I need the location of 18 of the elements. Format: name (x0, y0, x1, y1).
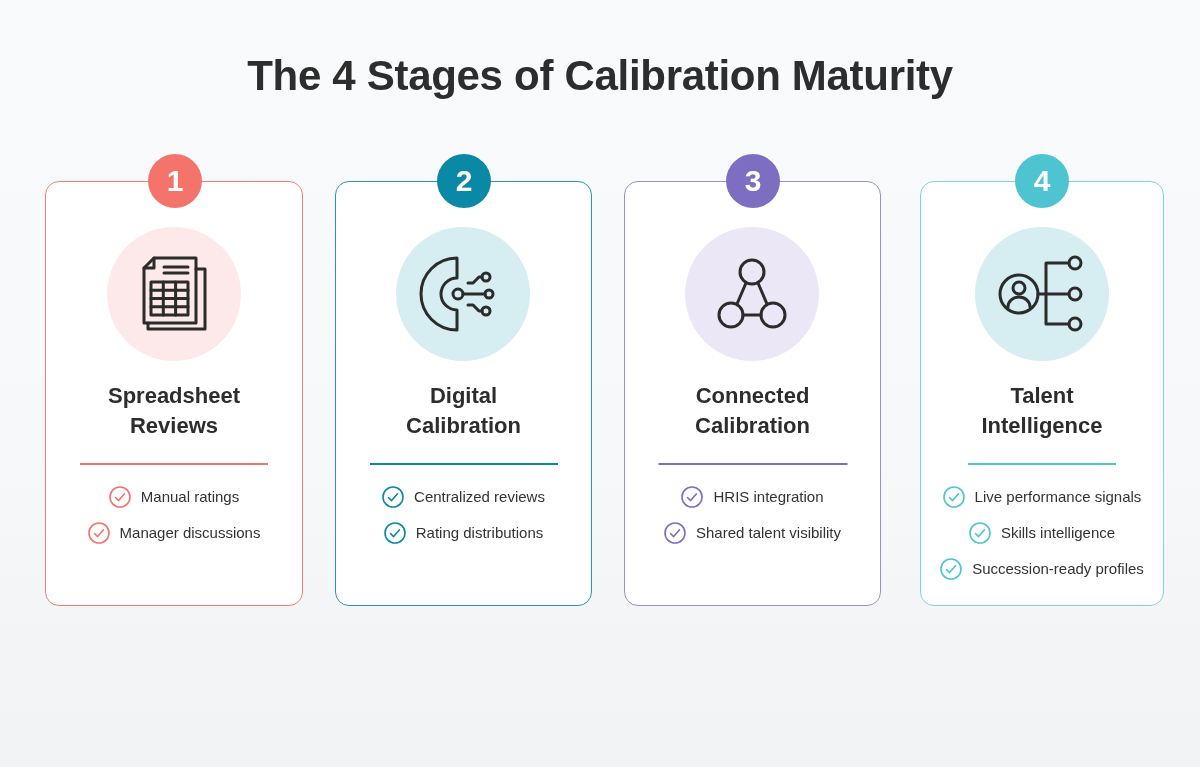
step-number-badge: 2 (437, 154, 491, 208)
stage-title: Digital Calibration (405, 382, 522, 440)
stage-title: Talent Intelligence (981, 382, 1103, 440)
checklist-item: Shared talent visibility (695, 523, 842, 543)
checklist-item: Manager discussions (119, 523, 261, 543)
title: The 4 Stages of Calibration Maturity (247, 51, 953, 101)
checklist-item: Skills intelligence (1000, 523, 1116, 543)
stage-title: Spreadsheet Reviews (107, 382, 241, 440)
checklist-item: Centralized reviews (414, 487, 545, 507)
checklist-item: Manual ratings (140, 487, 240, 507)
checklist-item: Rating distributions (415, 523, 544, 543)
checklist-item: Live performance signals (974, 487, 1142, 507)
checklist-item: HRIS integration (713, 487, 824, 507)
step-number-badge: 3 (726, 154, 780, 208)
step-number-badge: 1 (148, 154, 202, 208)
step-number-badge: 4 (1015, 154, 1069, 208)
checklist-item: Succession-ready profiles (972, 559, 1144, 579)
stage-title: Connected Calibration (694, 382, 811, 440)
